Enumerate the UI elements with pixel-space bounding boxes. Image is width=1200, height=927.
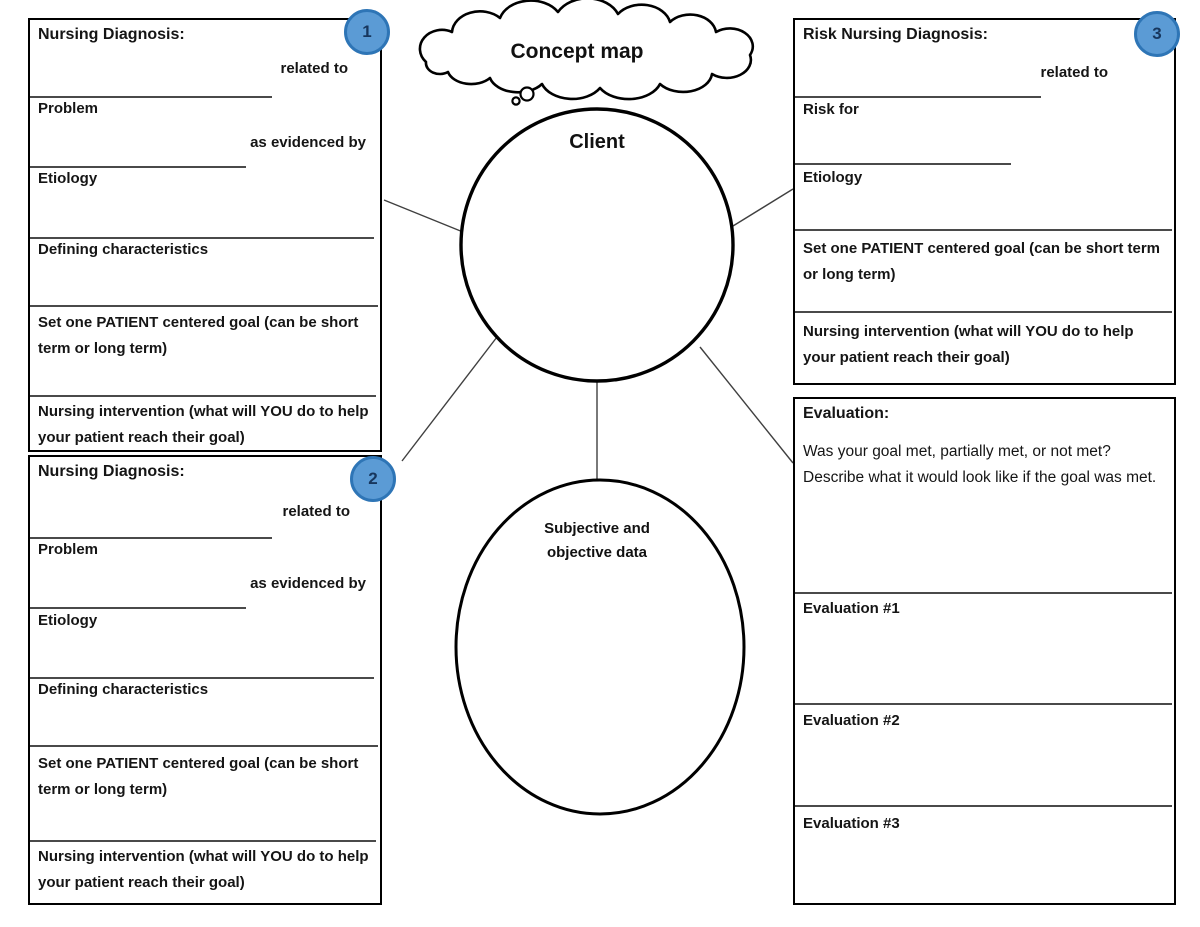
box2-defining-blank-line (30, 677, 374, 679)
box3-title: Risk Nursing Diagnosis: (803, 26, 988, 43)
evaluation3-label: Evaluation #3 (803, 815, 900, 832)
cloud-tail-bubble-large (519, 86, 535, 102)
evaluation1-label: Evaluation #1 (803, 600, 900, 617)
box3-intervention-blank-line (795, 311, 1172, 313)
evaluation-title: Evaluation: (803, 405, 890, 422)
box3-risk-for-blank-line (795, 96, 1041, 98)
box3-intervention-label: Nursing intervention (what will YOU do t… (803, 323, 1134, 366)
subjective-objective-label: Subjective and objective data (544, 520, 650, 561)
badge-2: 2 (350, 456, 396, 502)
connector-client-to-diagnosis1 (383, 199, 464, 233)
box2-intervention-blank-line (30, 840, 376, 842)
evaluation2-label: Evaluation #2 (803, 712, 900, 729)
box1-etiology-blank-line (30, 166, 246, 168)
box2-related-to-label: related to (282, 503, 350, 520)
evaluation-question: Was your goal met, partially met, or not… (803, 443, 1157, 486)
evaluation1-blank-line (795, 592, 1172, 594)
box2-defining-label: Defining characteristics (38, 681, 209, 698)
badge-3: 3 (1134, 11, 1180, 57)
box1-title: Nursing Diagnosis: (38, 26, 185, 43)
box3-related-to-label: related to (1040, 64, 1108, 81)
box1-problem-blank-line (30, 96, 272, 98)
box2-goal-blank-line (30, 745, 378, 747)
box1-problem-label: Problem (38, 100, 99, 117)
connector-client-to-evaluation (699, 346, 794, 464)
nursing-diagnosis-1-box: Nursing Diagnosis: related to Problem as… (28, 18, 382, 452)
box2-etiology-blank-line (30, 607, 246, 609)
connector-client-to-risk (732, 188, 794, 227)
box3-goal-blank-line (795, 229, 1172, 231)
box3-etiology-label: Etiology (803, 169, 863, 186)
box1-related-to-label: related to (280, 60, 348, 77)
box1-goal-label: Set one PATIENT centered goal (can be sh… (38, 314, 359, 357)
connector-client-to-diagnosis2 (401, 336, 498, 462)
client-circle (459, 107, 735, 383)
evaluation-box: Evaluation: Was your goal met, partially… (793, 397, 1176, 905)
evaluation3-blank-line (795, 805, 1172, 807)
box1-as-evidenced-by-label: as evidenced by (250, 134, 366, 151)
evaluation2-blank-line (795, 703, 1172, 705)
box1-etiology-label: Etiology (38, 170, 98, 187)
box2-etiology-label: Etiology (38, 612, 98, 629)
box2-title: Nursing Diagnosis: (38, 463, 185, 480)
box2-as-evidenced-by-label: as evidenced by (250, 575, 366, 592)
box3-etiology-blank-line (795, 163, 1011, 165)
nursing-diagnosis-2-box: Nursing Diagnosis: related to Problem as… (28, 455, 382, 905)
client-label: Client (569, 131, 625, 153)
cloud-tail-bubble-small (511, 96, 521, 106)
box1-intervention-label: Nursing intervention (what will YOU do t… (38, 403, 369, 446)
box2-goal-label: Set one PATIENT centered goal (can be sh… (38, 755, 359, 798)
box2-problem-label: Problem (38, 541, 99, 558)
cloud-title: Concept map (510, 40, 644, 63)
box1-defining-blank-line (30, 237, 374, 239)
box3-goal-label: Set one PATIENT centered goal (can be sh… (803, 240, 1161, 283)
box1-intervention-blank-line (30, 395, 376, 397)
box1-defining-label: Defining characteristics (38, 241, 209, 258)
risk-nursing-diagnosis-box: Risk Nursing Diagnosis: related to Risk … (793, 18, 1176, 385)
box3-risk-for-label: Risk for (803, 101, 859, 118)
box2-problem-blank-line (30, 537, 272, 539)
data-ellipse (454, 478, 746, 816)
box2-intervention-label: Nursing intervention (what will YOU do t… (38, 848, 369, 891)
box1-goal-blank-line (30, 305, 378, 307)
badge-1: 1 (344, 9, 390, 55)
